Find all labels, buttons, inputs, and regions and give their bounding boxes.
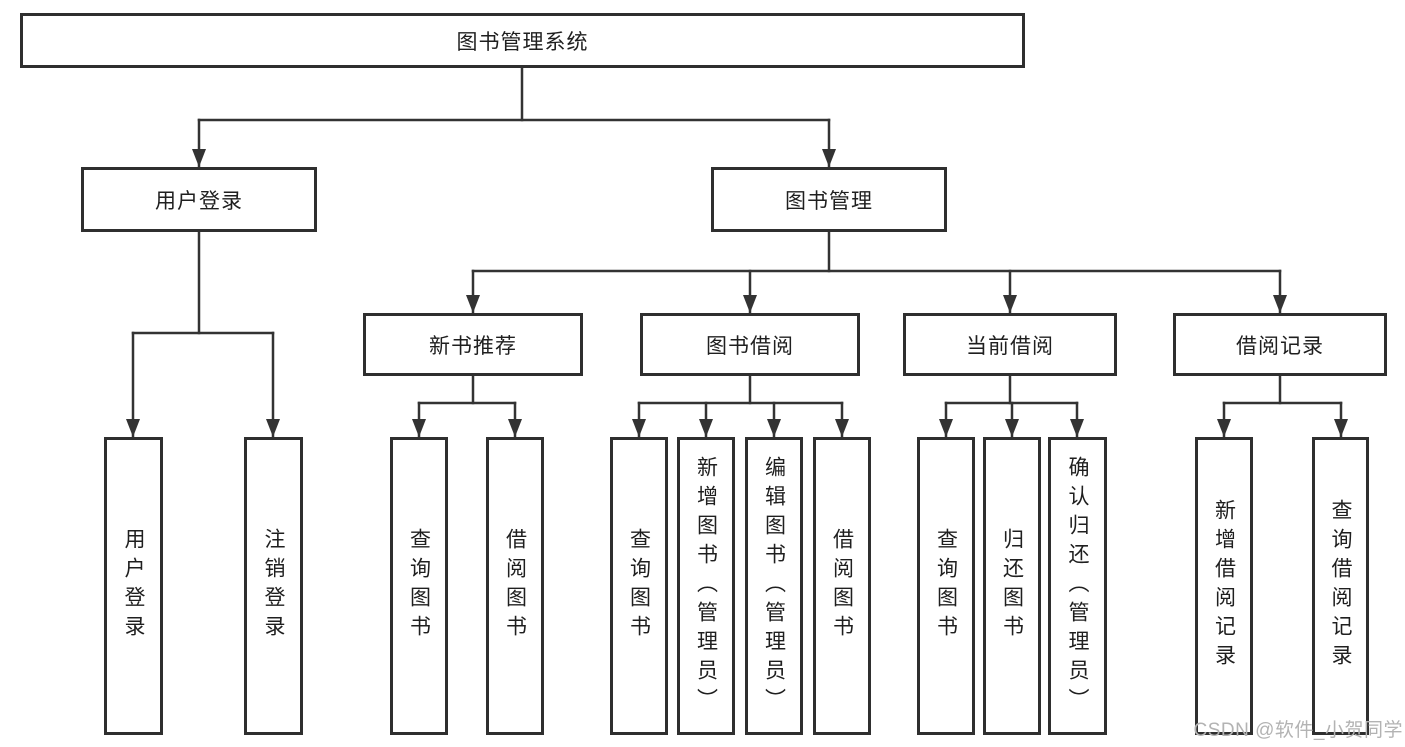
node-label: 新增借阅记录 (1212, 499, 1236, 673)
node-label: 当前借阅 (966, 334, 1054, 358)
node-label: 图书管理系统 (456, 30, 589, 54)
node-label: 注销登录 (262, 528, 285, 644)
node-label: 查询借阅记录 (1329, 499, 1352, 673)
node-label: 借阅图书 (503, 528, 527, 644)
node-label: 借阅图书 (830, 528, 854, 644)
node-leaf-confirm-return-admin: 确认归还（管理员） (1048, 437, 1107, 735)
node-leaf-user-login: 用户登录 (104, 437, 163, 735)
node-book-borrow: 图书借阅 (640, 313, 860, 376)
node-leaf-query-book-borrow: 查询图书 (610, 437, 668, 735)
node-user-login: 用户登录 (81, 167, 317, 232)
node-label: 新书推荐 (429, 334, 517, 358)
node-leaf-logout: 注销登录 (244, 437, 303, 735)
node-label: 查询图书 (934, 528, 958, 644)
node-label: 借阅记录 (1236, 334, 1324, 358)
node-label: 查询图书 (627, 528, 651, 644)
node-leaf-query-borrow-record: 查询借阅记录 (1312, 437, 1369, 735)
node-label: 用户登录 (122, 528, 145, 644)
node-current-borrow: 当前借阅 (903, 313, 1117, 376)
node-label: 用户登录 (155, 189, 243, 213)
node-label: 新增图书（管理员） (694, 455, 718, 717)
node-leaf-query-book-recommend: 查询图书 (390, 437, 448, 735)
node-borrow-record: 借阅记录 (1173, 313, 1387, 376)
node-leaf-query-book-current: 查询图书 (917, 437, 975, 735)
csdn-watermark: CSDN @软件_小贺同学 (1193, 720, 1403, 741)
node-book-management: 图书管理 (711, 167, 947, 232)
node-leaf-return-book: 归还图书 (983, 437, 1041, 735)
node-leaf-add-borrow-record: 新增借阅记录 (1195, 437, 1253, 735)
node-label: 查询图书 (407, 528, 431, 644)
node-label: 确认归还（管理员） (1066, 455, 1089, 717)
node-new-book-recommend: 新书推荐 (363, 313, 583, 376)
node-label: 图书管理 (785, 189, 873, 213)
node-leaf-borrow-book-recommend: 借阅图书 (486, 437, 544, 735)
node-label: 归还图书 (1000, 528, 1024, 644)
node-library-management-system: 图书管理系统 (20, 13, 1025, 68)
node-label: 图书借阅 (706, 334, 794, 358)
node-label: 编辑图书（管理员） (762, 455, 786, 717)
node-leaf-edit-book-admin: 编辑图书（管理员） (745, 437, 803, 735)
node-leaf-borrow-book: 借阅图书 (813, 437, 871, 735)
node-leaf-add-book-admin: 新增图书（管理员） (677, 437, 735, 735)
